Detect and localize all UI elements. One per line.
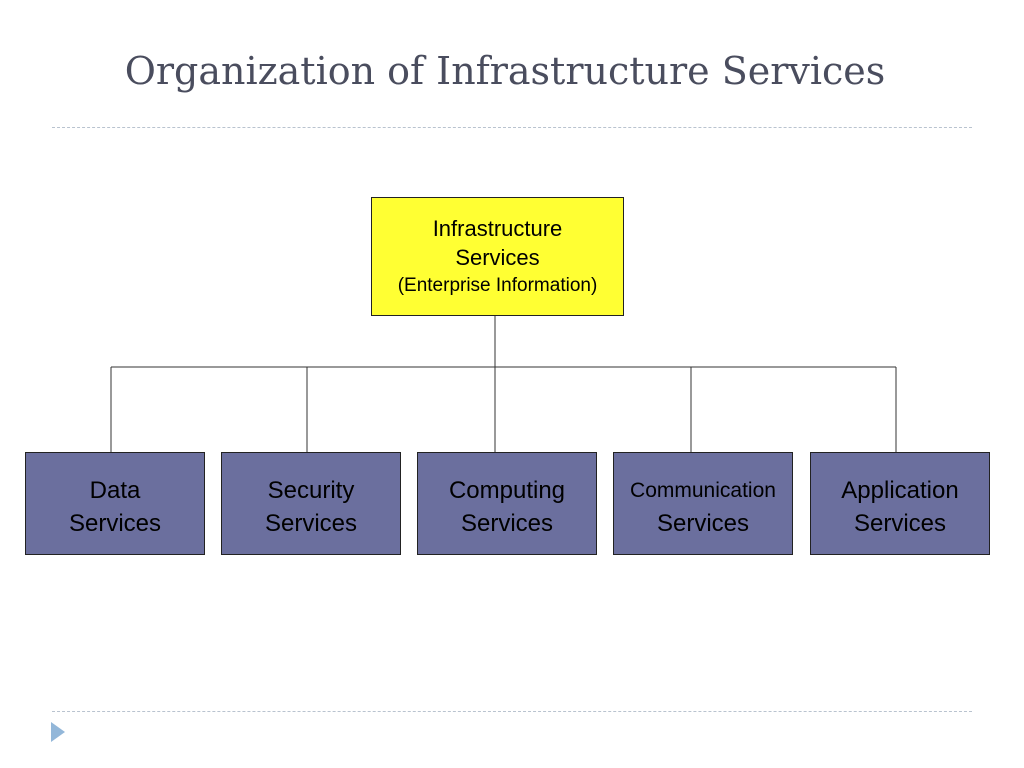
child-node-computing-services: Computing Services — [417, 452, 597, 555]
child-node-line1: Security — [267, 477, 355, 504]
root-node-infrastructure-services: Infrastructure Services (Enterprise Info… — [371, 197, 624, 316]
child-node-line2: Services — [68, 510, 162, 537]
child-node-line2: Services — [656, 510, 750, 537]
root-node-line3: (Enterprise Information) — [397, 275, 598, 296]
child-node-line1: Application — [841, 477, 959, 504]
bottom-divider — [52, 711, 972, 712]
child-node-data-services: Data Services — [25, 452, 205, 555]
slide-title: Organization of Infrastructure Services — [124, 49, 886, 93]
child-node-line2: Services — [460, 510, 554, 537]
child-node-application-services: Application Services — [810, 452, 990, 555]
child-node-communication-services: Communication Services — [613, 452, 793, 555]
root-node-line2: Services — [455, 245, 540, 270]
child-node-line2: Services — [853, 510, 947, 537]
child-node-line1: Communication — [630, 479, 776, 502]
child-node-line1: Data — [89, 477, 141, 504]
child-node-line1: Computing — [448, 477, 566, 504]
child-node-line2: Services — [264, 510, 358, 537]
top-divider — [52, 127, 972, 128]
triangle-right-icon — [51, 722, 65, 742]
child-node-security-services: Security Services — [221, 452, 401, 555]
root-node-line1: Infrastructure — [432, 216, 563, 241]
